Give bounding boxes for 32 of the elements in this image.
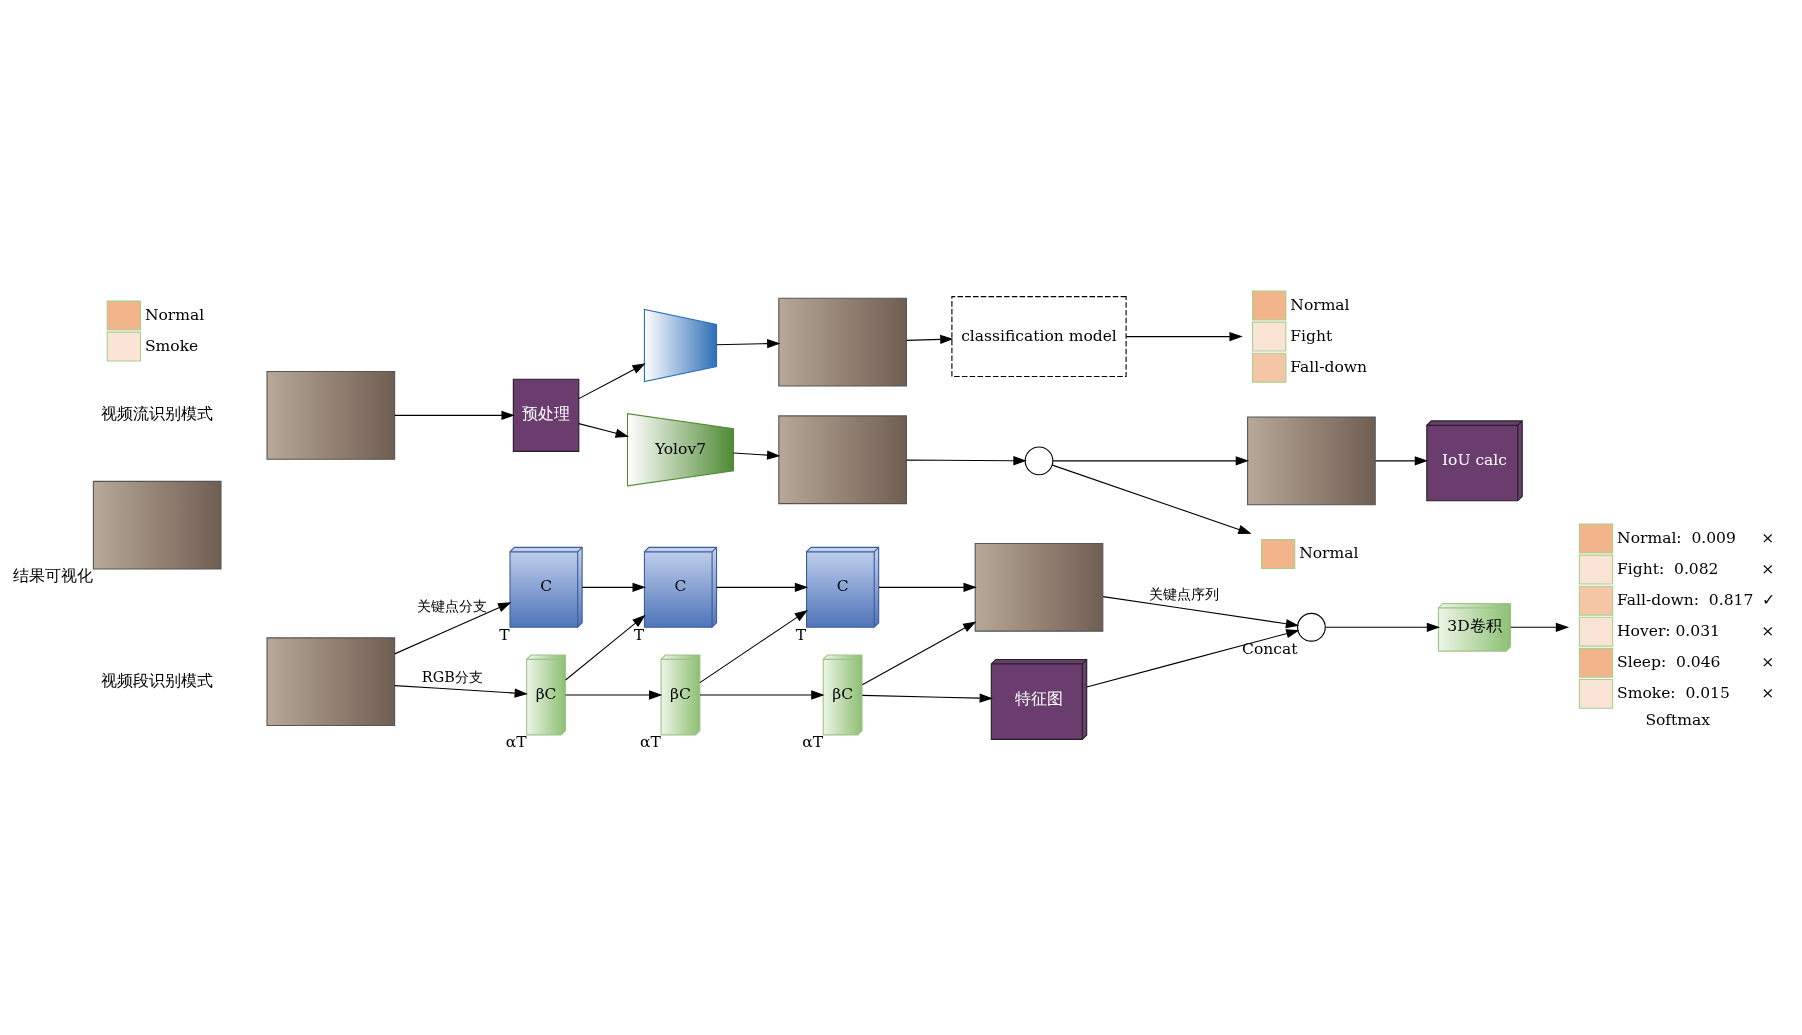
node-label: T [795,625,807,644]
node-label: × [1761,528,1775,547]
node-label: Softmax [1645,710,1711,729]
node-label: Fall-down [1290,357,1368,376]
node-label: Smoke: 0.015 [1617,683,1730,702]
node-label: Concat [1242,639,1298,658]
node-label: Sleep: 0.046 [1617,652,1721,671]
node-label: Smoke [144,336,199,355]
edge-label: 关键点分支 [417,597,488,614]
node-label: αT [505,732,527,751]
node-label: Hover: 0.031 [1617,621,1720,640]
node-label: αT [640,732,661,751]
node-label: × [1761,683,1775,702]
node-label: × [1761,559,1775,578]
edge-label: 关键点序列 [1148,585,1219,602]
node-label: Fall-down: 0.817 [1617,590,1754,609]
node-label: Normal [1290,295,1350,314]
node-label: Normal [144,305,205,324]
node-label: × [1761,621,1775,640]
node-label: Fight: 0.082 [1617,559,1719,578]
node-label: T [499,625,510,644]
node-label: ✓ [1762,590,1776,609]
node-label: Normal: 0.009 [1617,528,1736,547]
node-label: Fight [1290,326,1333,345]
node-label: Normal [1299,543,1359,562]
node-label: 结果可视化 [13,566,94,585]
node-label: αT [802,732,824,751]
node-label: T [633,625,645,644]
node-label: × [1761,652,1775,671]
label: 视频流识别模式 [101,404,214,423]
edge-label: RGB分支 [421,668,483,685]
label: 视频段识别模式 [101,671,214,690]
